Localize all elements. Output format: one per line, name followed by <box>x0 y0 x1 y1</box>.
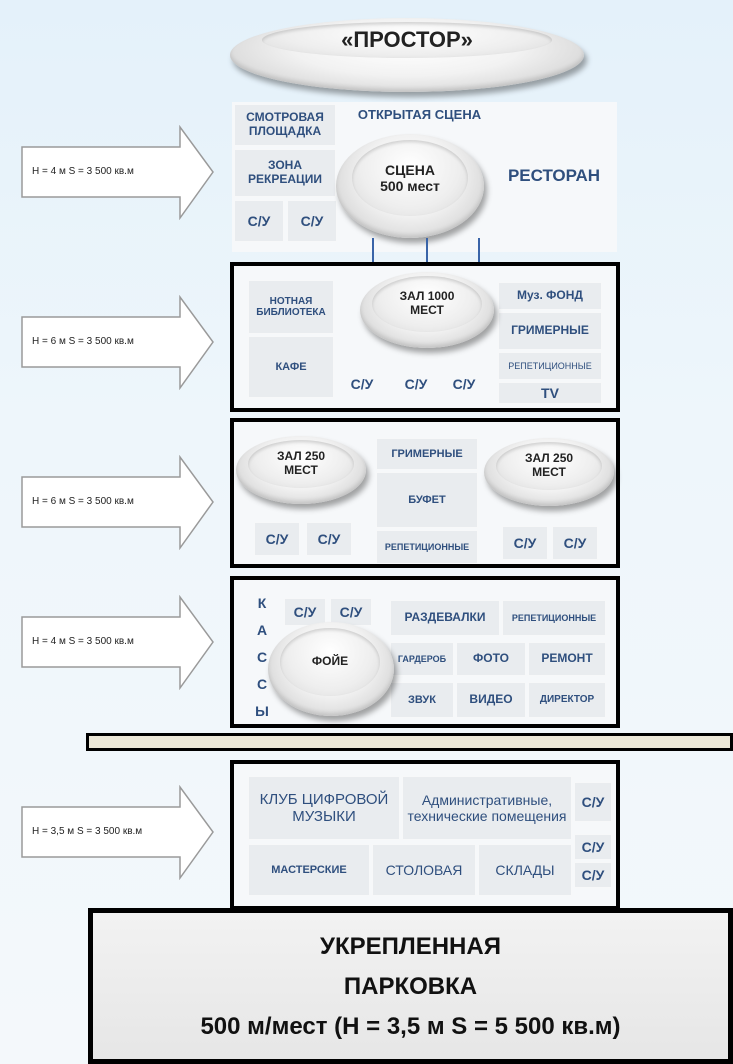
repair: РЕМОНТ <box>528 642 606 676</box>
hall-250-right-label: ЗАЛ 250 МЕСТ <box>524 451 574 479</box>
floor1-arrow-label: Н = 4 м S = 3 500 кв.м <box>32 166 134 177</box>
cafe: КАФЕ <box>248 336 334 398</box>
roof-disc-top: «ПРОСТОР» <box>262 22 552 58</box>
floor3-arrow-label: Н = 6 м S = 3 500 кв.м <box>32 496 134 507</box>
music-fund: Муз. ФОНД <box>498 282 602 310</box>
kassy-letter: К <box>257 595 267 612</box>
restaurant-label: РЕСТОРАН <box>507 166 601 185</box>
digital-music-club: КЛУБ ЦИФРОВОЙ МУЗЫКИ <box>248 776 400 840</box>
floor2-arrow: Н = 6 м S = 3 500 кв.м <box>20 295 215 390</box>
hall-1000-disc-top: ЗАЛ 1000 МЕСТ <box>372 276 482 332</box>
roof-title: «ПРОСТОР» <box>341 27 473 53</box>
viewing-platform: СМОТРОВАЯ ПЛОЩАДКА <box>234 104 336 146</box>
foyer-label: ФОЙЕ <box>311 654 349 669</box>
ground-slab <box>86 733 733 751</box>
parking-line2: ПАРКОВКА <box>343 973 478 1000</box>
admin-technical-rooms: Административные, технические помещения <box>402 776 572 840</box>
wc: С/У <box>574 834 612 860</box>
kassy-letter: С <box>256 675 268 692</box>
foyer-disc-top: ФОЙЕ <box>280 628 380 696</box>
rehearsal-rooms: РЕПЕТИЦИОННЫЕ <box>502 600 606 636</box>
parking-block: УКРЕПЛЕННАЯ ПАРКОВКА 500 м/мест (Н = 3,5… <box>88 908 733 1064</box>
right-arrow-icon <box>21 125 214 220</box>
director: ДИРЕКТОР <box>528 682 606 718</box>
right-arrow-icon <box>21 595 214 690</box>
hall-1000-label: ЗАЛ 1000 МЕСТ <box>399 289 455 317</box>
makeup-rooms: ГРИМЕРНЫЕ <box>376 438 478 470</box>
wc: С/У <box>574 862 612 888</box>
workshops: МАСТЕРСКИЕ <box>248 844 370 896</box>
wc: С/У <box>306 522 352 556</box>
floor4-arrow: Н = 4 м S = 3 500 кв.м <box>20 595 215 690</box>
wardrobe: ГАРДЕРОБ <box>390 642 454 676</box>
right-arrow-icon <box>21 785 214 880</box>
parking-line3: 500 м/мест (Н = 3,5 м S = 5 500 кв.м) <box>200 1013 621 1040</box>
kassy-letter: А <box>256 622 268 639</box>
wc: С/У <box>330 598 372 626</box>
video: ВИДЕО <box>456 682 526 718</box>
rehearsal-rooms: РЕПЕТИЦИОННЫЕ <box>498 352 602 380</box>
hall-250-right-disc-top: ЗАЛ 250 МЕСТ <box>496 442 602 490</box>
floor5-arrow-label: Н = 3,5 м S = 3 500 кв.м <box>32 826 143 837</box>
sound: ЗВУК <box>390 682 454 718</box>
storage: СКЛАДЫ <box>478 844 572 896</box>
wc: С/У <box>452 376 476 392</box>
kassy-letter: С <box>256 648 268 665</box>
floor4-arrow-label: Н = 4 м S = 3 500 кв.м <box>32 636 134 647</box>
wc: С/У <box>502 526 548 560</box>
stage-label: СЦЕНА 500 мест <box>380 161 440 194</box>
rehearsal-rooms: РЕПЕТИЦИОННЫЕ <box>376 530 478 564</box>
ticket-office: К А С С Ы <box>250 590 274 724</box>
wc: С/У <box>254 522 300 556</box>
makeup-rooms: ГРИМЕРНЫЕ <box>498 312 602 350</box>
floor1-arrow: Н = 4 м S = 3 500 кв.м <box>20 125 215 220</box>
photo: ФОТО <box>456 642 526 676</box>
wc: С/У <box>404 376 428 392</box>
canteen: СТОЛОВАЯ <box>372 844 476 896</box>
music-library: НОТНАЯ БИБЛИОТЕКА <box>248 280 334 334</box>
wc: С/У <box>287 200 337 242</box>
hall-250-left-label: ЗАЛ 250 МЕСТ <box>276 449 326 477</box>
floor2-arrow-label: Н = 6 м S = 3 500 кв.м <box>32 336 134 347</box>
floor3-arrow: Н = 6 м S = 3 500 кв.м <box>20 455 215 550</box>
tv-room: TV <box>498 382 602 404</box>
parking-line1: УКРЕПЛЕННАЯ <box>320 933 501 960</box>
wc: С/У <box>552 526 598 560</box>
open-stage-label: ОТКРЫТАЯ СЦЕНА <box>357 107 482 122</box>
floor5-arrow: Н = 3,5 м S = 3 500 кв.м <box>20 785 215 880</box>
right-arrow-icon <box>21 295 214 390</box>
hall-250-left-disc-top: ЗАЛ 250 МЕСТ <box>248 440 354 488</box>
wc: С/У <box>574 782 612 822</box>
wc: С/У <box>350 376 374 392</box>
connector-line <box>426 238 428 278</box>
floor5: КЛУБ ЦИФРОВОЙ МУЗЫКИ Административные, т… <box>230 760 620 910</box>
recreation-zone: ЗОНА РЕКРЕАЦИИ <box>234 149 336 197</box>
cloakrooms: РАЗДЕВАЛКИ <box>390 600 500 636</box>
buffet: БУФЕТ <box>376 472 478 528</box>
right-arrow-icon <box>21 455 214 550</box>
kassy-letter: Ы <box>255 702 269 719</box>
stage-disc-top: СЦЕНА 500 мест <box>352 140 468 216</box>
wc: С/У <box>234 200 284 242</box>
